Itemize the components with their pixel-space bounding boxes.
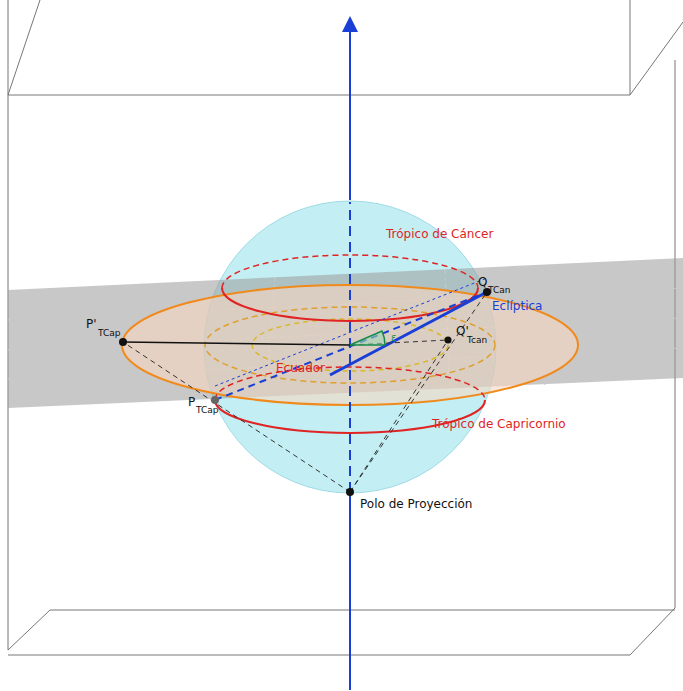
point-subscript: TCap (98, 329, 120, 338)
point-label: P (188, 396, 195, 408)
equator-label: Ecuador (276, 362, 325, 374)
point-subscript: TCap (196, 406, 218, 415)
point-subscript: Tcan (467, 336, 487, 345)
angle-label: ε (391, 333, 396, 343)
point-label: Q (478, 276, 487, 288)
point-subscript: TCan (488, 286, 510, 295)
point-label: P' (86, 318, 97, 330)
pole-label: Polo de Proyección (360, 498, 472, 510)
tropic-label: Trópico de Cáncer (386, 228, 493, 240)
point-label: Q' (456, 325, 469, 337)
tropic-label: Trópico de Capricornio (432, 418, 566, 430)
ecliptic-label: Eclíptica (492, 300, 542, 312)
